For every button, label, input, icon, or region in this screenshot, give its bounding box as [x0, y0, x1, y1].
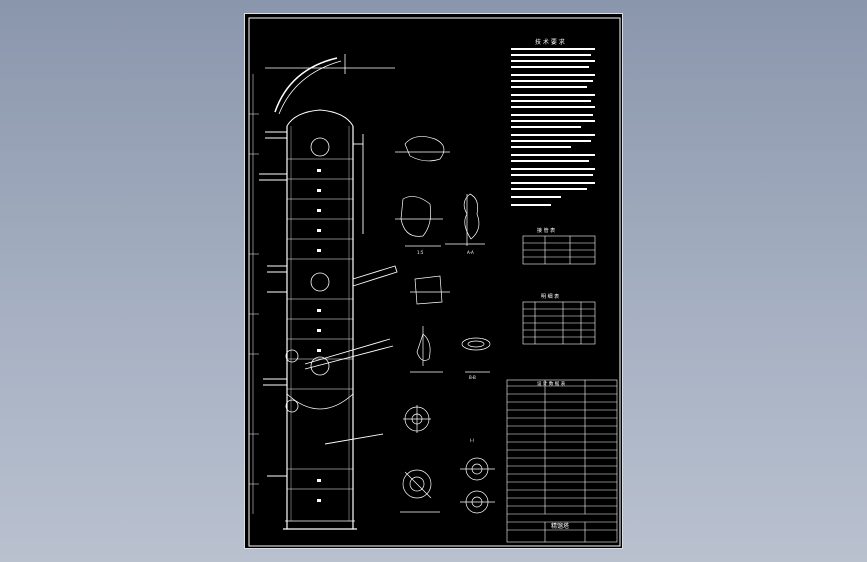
- section-label-4: I-I: [470, 438, 474, 443]
- nozzle-table-title: 接 管 表: [537, 227, 555, 234]
- cad-drawing: 技 术 要 求 接 管 表 明 细 表 设 计 数 据 表 精馏塔 1:5 A-…: [248, 17, 621, 547]
- section-label-1: 1:5: [417, 250, 424, 255]
- technical-requirements-title: 技 术 要 求: [535, 38, 565, 46]
- title-block-name: 精馏塔: [551, 522, 569, 530]
- section-label-2: A-A: [467, 250, 474, 255]
- drawing-sheet[interactable]: 技 术 要 求 接 管 表 明 细 表 设 计 数 据 表 精馏塔 1:5 A-…: [244, 13, 623, 549]
- section-label-3: B-B: [469, 375, 476, 380]
- design-data-title: 设 计 数 据 表: [537, 380, 566, 387]
- parts-list-title: 明 细 表: [541, 293, 559, 300]
